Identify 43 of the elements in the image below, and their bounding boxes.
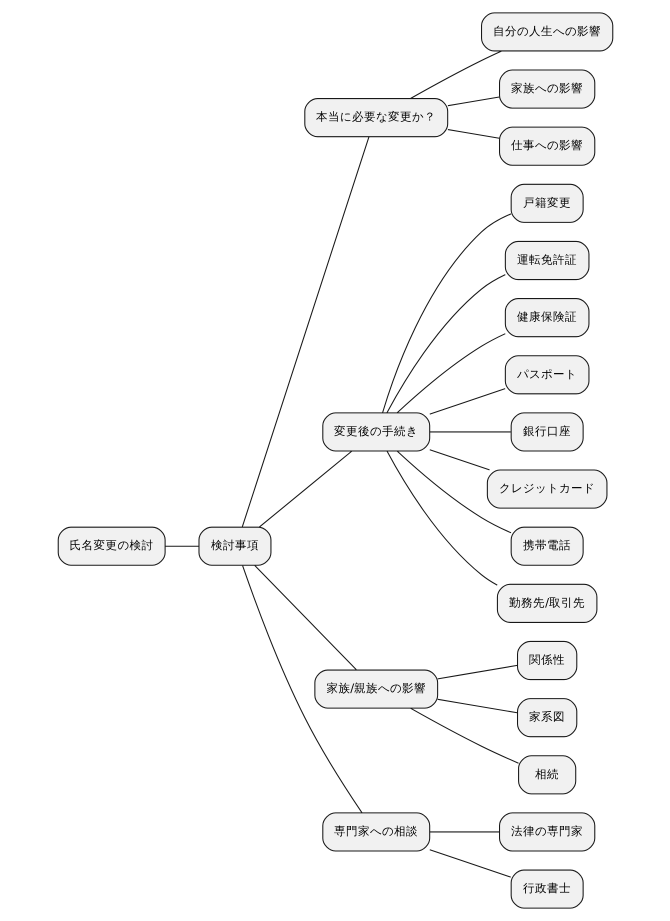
node-box: 携帯電話 [510,526,584,566]
node-box: 勤務先/取引先 [496,584,597,623]
node-box: 家族/親族への影響 [314,670,438,709]
connector [429,388,505,415]
node-box: 家族への影響 [498,69,595,109]
node-box: 氏名変更の検討 [57,526,166,566]
node-box: 運転免許証 [504,240,589,280]
node-box: 自分の人生への影響 [480,12,613,52]
connector [396,450,511,534]
connector [410,50,502,99]
connector [382,213,511,413]
connector [258,450,352,528]
connector [437,664,517,680]
connector [242,566,362,813]
node-box: 専門家への相談 [322,812,430,852]
connector [429,849,510,878]
connector [437,698,517,714]
node-box: パスポート [504,355,589,394]
node-box: 法律の専門家 [498,812,595,852]
node-box: 変更後の手続き [322,412,430,452]
connector [447,96,499,106]
connector [429,431,510,432]
connector [429,449,490,470]
node-box: 行政書士 [510,870,584,909]
node-box: 関係性 [516,640,577,680]
node-box: 戸籍変更 [510,184,584,223]
node-box: 銀行口座 [510,412,584,452]
connector [396,333,506,414]
node-box: クレジットカード [486,470,607,509]
node-box: 健康保険証 [504,298,589,338]
node-box: 検討事項 [198,526,271,566]
connector [254,565,356,670]
connector [410,708,518,764]
node-box: 仕事への影響 [498,126,595,166]
connector [386,274,506,414]
connector [447,129,499,139]
node-box: 家系図 [516,698,577,738]
connector [429,831,499,832]
connector [164,546,198,547]
connector [386,450,497,586]
node-box: 相続 [518,755,576,794]
connector [241,136,369,528]
node-box: 本当に必要な変更か？ [304,98,448,138]
